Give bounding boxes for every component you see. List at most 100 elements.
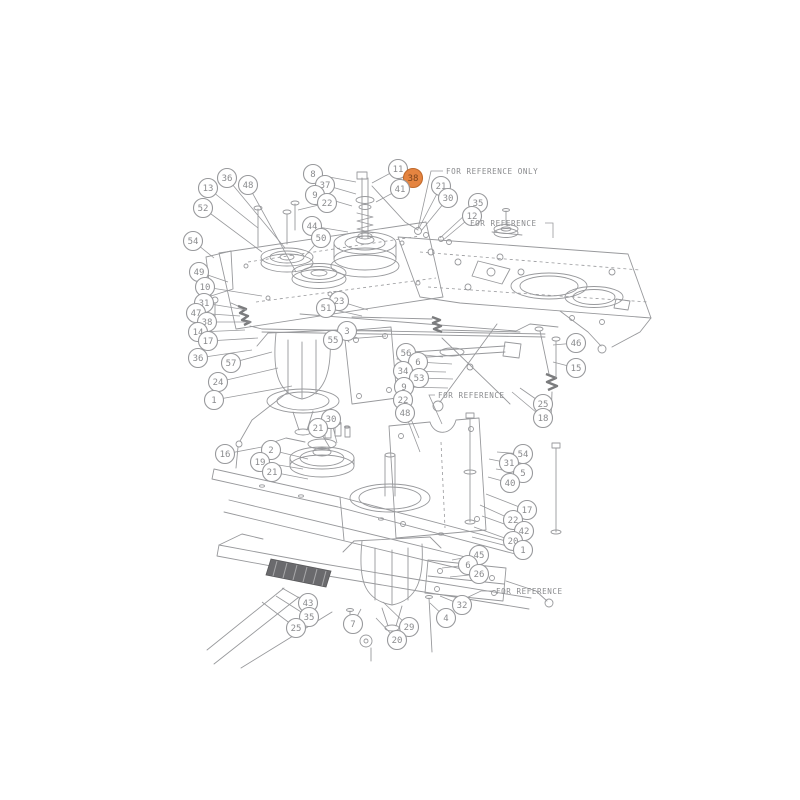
reference-label: FOR REFERENCE [496, 587, 563, 596]
callout-55[interactable]: 55 [322, 329, 344, 351]
callout-number: 30 [443, 194, 454, 204]
callout-number: 18 [538, 414, 549, 424]
callout-51[interactable]: 51 [315, 297, 337, 319]
callout-29[interactable]: 29 [398, 616, 420, 638]
callout-number: 26 [474, 570, 485, 580]
callout-17[interactable]: 17 [197, 330, 219, 352]
leader-line [247, 184, 297, 273]
callout-57[interactable]: 57 [220, 352, 242, 374]
callout-number: 48 [400, 409, 411, 419]
callout-number: 9 [312, 191, 317, 201]
reference-label: FOR REFERENCE [438, 391, 505, 400]
callout-number: 38 [408, 174, 419, 184]
callout-17[interactable]: 17 [516, 499, 538, 521]
callout-24[interactable]: 24 [207, 371, 229, 393]
callout-31[interactable]: 31 [498, 452, 520, 474]
callout-54[interactable]: 54 [182, 230, 204, 252]
callout-49[interactable]: 49 [188, 261, 210, 283]
callout-number: 36 [222, 174, 233, 184]
label-leader-line [545, 222, 554, 238]
callout-25[interactable]: 25 [285, 617, 307, 639]
callout-number: 54 [188, 237, 199, 247]
callout-20[interactable]: 20 [386, 629, 408, 651]
callout-number: 51 [321, 304, 332, 314]
callout-number: 6 [415, 358, 420, 368]
callout-number: 21 [267, 468, 278, 478]
callout-52[interactable]: 52 [192, 197, 214, 219]
leader-line [217, 367, 279, 383]
callout-number: 40 [505, 479, 516, 489]
callout-number: 35 [304, 613, 315, 623]
callout-13[interactable]: 13 [197, 177, 219, 199]
callout-26[interactable]: 26 [468, 563, 490, 585]
callout-number: 22 [508, 516, 519, 526]
callout-number: 15 [571, 364, 582, 374]
callout-53[interactable]: 53 [408, 367, 430, 389]
callout-number: 20 [392, 636, 403, 646]
callout-16[interactable]: 16 [214, 443, 236, 465]
callout-48[interactable]: 48 [237, 174, 259, 196]
callout-11[interactable]: 11 [387, 158, 409, 180]
callout-35[interactable]: 35 [298, 606, 320, 628]
callout-41[interactable]: 41 [389, 178, 411, 200]
callout-number: 3 [344, 327, 349, 337]
callout-number: 12 [467, 212, 478, 222]
callout-38[interactable]: 38 [402, 167, 424, 189]
callout-number: 42 [519, 527, 530, 537]
callout-3[interactable]: 3 [336, 320, 358, 342]
callout-30[interactable]: 30 [437, 187, 459, 209]
callout-number: 21 [436, 182, 447, 192]
callout-21[interactable]: 21 [307, 417, 329, 439]
callout-number: 49 [194, 268, 205, 278]
callout-number: 13 [203, 184, 214, 194]
label-leader-line [461, 590, 493, 601]
callout-number: 34 [398, 367, 409, 377]
callout-1[interactable]: 1 [512, 539, 534, 561]
callout-number: 25 [291, 624, 302, 634]
callout-number: 21 [313, 424, 324, 434]
callout-32[interactable]: 32 [451, 594, 473, 616]
callout-12[interactable]: 12 [461, 205, 483, 227]
callout-22[interactable]: 22 [316, 192, 338, 214]
callout-21[interactable]: 21 [261, 461, 283, 483]
callout-4[interactable]: 4 [435, 607, 457, 629]
callout-number: 44 [307, 222, 318, 232]
callout-number: 23 [334, 297, 345, 307]
callout-number: 38 [202, 318, 213, 328]
leader-line [226, 177, 286, 249]
callout-7[interactable]: 7 [342, 613, 364, 635]
callout-number: 22 [322, 199, 333, 209]
callout-18[interactable]: 18 [532, 407, 554, 429]
callout-number: 4 [443, 614, 448, 624]
callout-15[interactable]: 15 [565, 357, 587, 379]
callout-number: 31 [199, 299, 210, 309]
callout-1[interactable]: 1 [203, 389, 225, 411]
callout-number: 14 [193, 328, 204, 338]
label-leader-line [428, 394, 443, 425]
callout-46[interactable]: 46 [565, 332, 587, 354]
callout-36[interactable]: 36 [216, 167, 238, 189]
leader-line [207, 187, 259, 229]
callout-number: 47 [191, 309, 202, 319]
callout-number: 16 [220, 450, 231, 460]
callout-number: 6 [465, 561, 470, 571]
callout-number: 45 [474, 551, 485, 561]
callout-40[interactable]: 40 [499, 472, 521, 494]
callout-leader-lines [192, 168, 577, 641]
callout-number: 46 [571, 339, 582, 349]
callout-number: 19 [255, 458, 266, 468]
callout-36[interactable]: 36 [187, 347, 209, 369]
callout-number: 8 [310, 170, 315, 180]
callout-50[interactable]: 50 [310, 227, 332, 249]
callout-48[interactable]: 48 [394, 402, 416, 424]
callout-number: 36 [193, 354, 204, 364]
leader-line [202, 207, 263, 253]
callout-number: 30 [326, 415, 337, 425]
callout-number: 25 [538, 400, 549, 410]
callout-number: 29 [404, 623, 415, 633]
callout-number: 56 [401, 349, 412, 359]
